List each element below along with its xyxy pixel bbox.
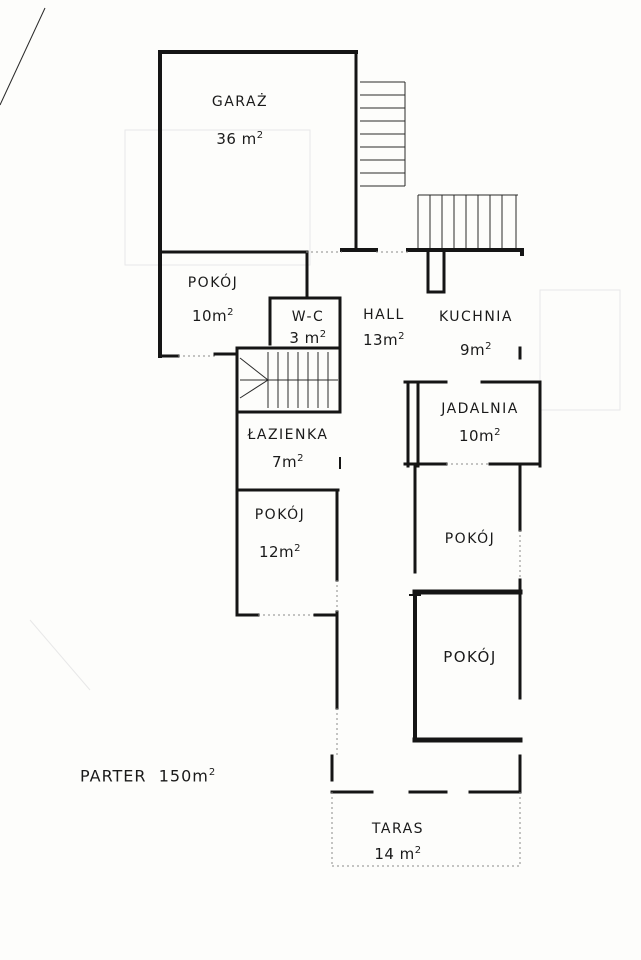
room-area: 12m2 xyxy=(258,543,302,561)
inner-stairs xyxy=(239,352,338,408)
room-name: GARAŻ xyxy=(211,94,269,110)
room-area: 3 m2 xyxy=(289,329,327,347)
terrace-walls xyxy=(330,754,522,867)
room-name: POKÓJ xyxy=(443,648,497,666)
room-name: JADALNIA xyxy=(441,401,519,417)
dining-walls xyxy=(403,346,542,468)
room-garage: GARAŻ 36 m2 xyxy=(200,95,280,147)
room-wc: W-C 3 m2 xyxy=(278,310,338,346)
room-name: TARAS xyxy=(371,821,425,837)
room-area: 10m2 xyxy=(458,427,502,445)
room-name: POKÓJ xyxy=(254,507,306,523)
room-area: 10m2 xyxy=(191,307,235,325)
floor-name: PARTER xyxy=(80,766,147,786)
floor-title: PARTER 150m2 xyxy=(80,766,217,786)
wc-walls xyxy=(235,296,342,414)
room-area: 14 m2 xyxy=(374,845,422,863)
hall-top-walls xyxy=(340,248,524,294)
room-hall: HALL 13m2 xyxy=(356,308,412,348)
room-dining: JADALNIA 10m2 xyxy=(430,402,530,444)
room-pokoj-10: POKÓJ 10m2 xyxy=(178,276,248,324)
room-pokoj-right-bottom: POKÓJ xyxy=(430,650,510,665)
floor-area: 150m xyxy=(158,766,209,786)
room-name: POKÓJ xyxy=(444,531,496,547)
entrance-stairs xyxy=(360,81,518,248)
room-area: 9m2 xyxy=(459,341,493,359)
room-name: POKÓJ xyxy=(187,275,239,291)
bathroom-walls xyxy=(235,410,342,492)
room-area: 7m2 xyxy=(271,453,305,471)
room-name: W-C xyxy=(291,309,325,325)
room-area: 36 m2 xyxy=(216,130,264,148)
openings xyxy=(306,251,521,756)
room-pokoj-12: POKÓJ 12m2 xyxy=(245,508,315,560)
room-left-walls xyxy=(158,250,309,358)
room-pokoj-right-top: POKÓJ xyxy=(432,532,508,546)
room-area: 13m2 xyxy=(362,331,406,349)
room-terrace: TARAS 14 m2 xyxy=(355,822,441,862)
room-name: ŁAZIENKA xyxy=(247,427,329,443)
room-name: KUCHNIA xyxy=(438,309,514,325)
room-bathroom: ŁAZIENKA 7m2 xyxy=(240,428,336,470)
room-kitchen: KUCHNIA 9m2 xyxy=(434,310,518,358)
garage-walls xyxy=(158,50,358,254)
scan-artefacts xyxy=(0,7,621,691)
room-name: HALL xyxy=(363,307,405,323)
room-pokoj-12-walls xyxy=(235,488,339,710)
right-rooms-walls xyxy=(409,464,523,743)
